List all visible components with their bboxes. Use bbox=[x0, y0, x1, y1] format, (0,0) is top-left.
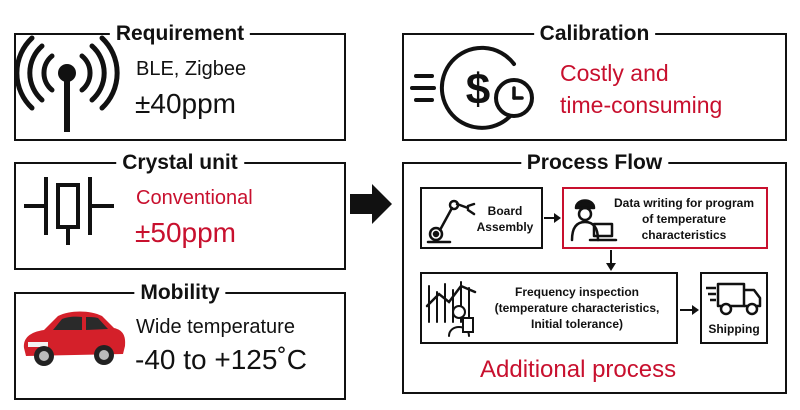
step-arrow-down-icon bbox=[606, 250, 616, 271]
money-clock-icon: $ bbox=[410, 45, 534, 130]
flow-arrow-icon bbox=[350, 184, 392, 224]
step-arrow-icon bbox=[680, 305, 699, 315]
frequency-inspection-label: Frequency inspection (temperature charac… bbox=[494, 285, 660, 331]
shipping-label: Shipping bbox=[708, 322, 760, 336]
crystal-title: Crystal unit bbox=[116, 150, 244, 176]
requirement-protocol: BLE, Zigbee bbox=[136, 58, 247, 80]
requirement-tolerance: ±40ppm bbox=[135, 88, 236, 119]
step-arrow-icon bbox=[544, 213, 561, 223]
calibration-cost: Costly and bbox=[560, 60, 669, 86]
requirement-title: Requirement bbox=[109, 21, 251, 47]
crystal-panel: Crystal unit bbox=[14, 150, 346, 270]
engineer-laptop-icon bbox=[570, 199, 618, 242]
delivery-truck-icon bbox=[706, 282, 762, 316]
mobility-range-label: Wide temperature bbox=[136, 316, 295, 338]
robot-arm-icon bbox=[426, 199, 476, 244]
data-writing-label: Data writing for program of temperature … bbox=[613, 196, 754, 242]
additional-process-label: Additional process bbox=[480, 356, 677, 383]
process-title: Process Flow bbox=[520, 150, 669, 176]
svg-text:$: $ bbox=[466, 65, 490, 114]
car-icon bbox=[23, 311, 126, 366]
antenna-icon bbox=[14, 35, 120, 132]
mobility-range-value: -40 to +125˚C bbox=[135, 344, 307, 375]
calibration-title: Calibration bbox=[533, 21, 656, 47]
board-assembly-label: Board Assembly bbox=[476, 204, 534, 234]
data-writing-step bbox=[562, 187, 768, 249]
crystal-symbol-icon bbox=[24, 177, 114, 245]
mobility-title: Mobility bbox=[134, 280, 226, 306]
crystal-type: Conventional bbox=[136, 187, 253, 209]
calibration-time: time-consuming bbox=[560, 92, 723, 118]
crystal-tolerance: ±50ppm bbox=[135, 217, 236, 248]
inspection-chart-icon bbox=[425, 281, 477, 337]
